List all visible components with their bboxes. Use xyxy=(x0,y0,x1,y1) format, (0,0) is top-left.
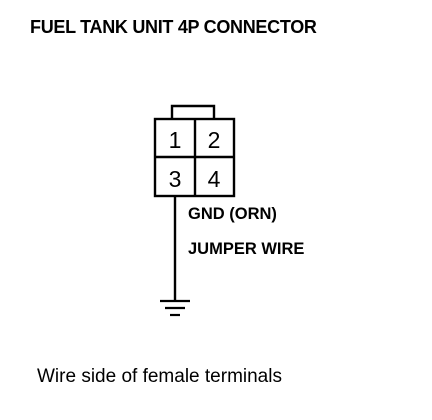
wire-label-gnd: GND (ORN) xyxy=(188,205,277,223)
connector-lock-tab xyxy=(170,104,216,119)
ground-icon xyxy=(160,299,190,317)
pin-2-label: 2 xyxy=(208,127,221,153)
wire-label-jumper: JUMPER WIRE xyxy=(188,240,305,258)
pin-4-label: 4 xyxy=(208,166,221,192)
pin-3-label: 3 xyxy=(169,166,182,192)
diagram-caption: Wire side of female terminals xyxy=(37,366,282,387)
diagram-title: FUEL TANK UNIT 4P CONNECTOR xyxy=(30,17,317,37)
pin-1-label: 1 xyxy=(169,127,182,153)
